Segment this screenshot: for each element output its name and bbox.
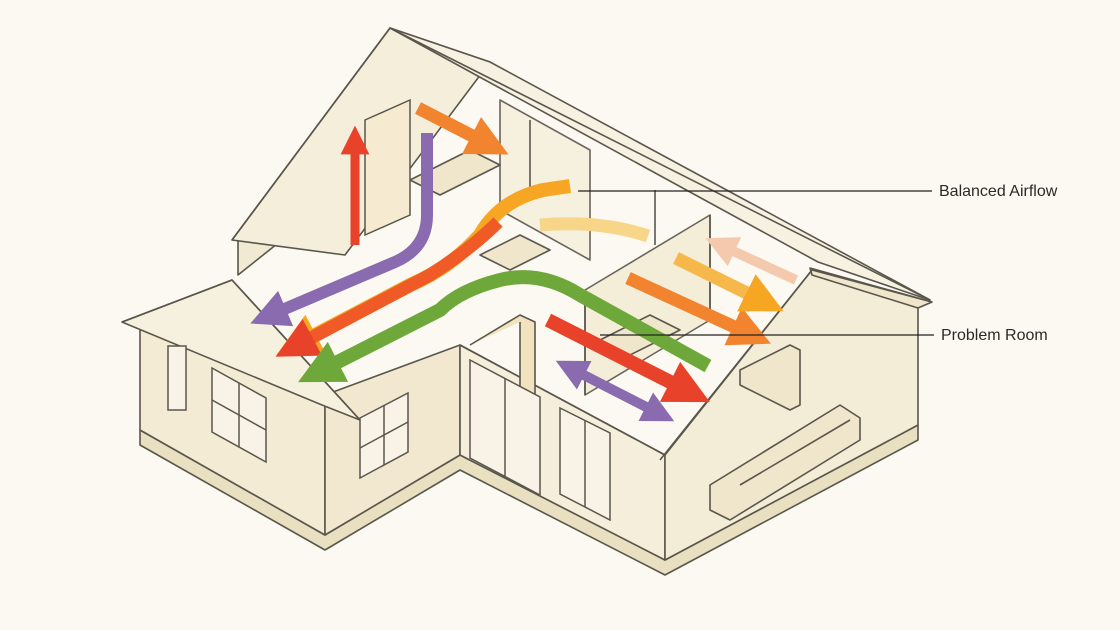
balanced-airflow-label: Balanced Airflow: [939, 183, 1058, 200]
airflow-arrow: [298, 270, 712, 383]
problem-room-label: Problem Room: [941, 327, 1048, 344]
airflow-arrow: [539, 217, 651, 243]
upper-window: [364, 98, 411, 237]
airflow-arrow: [415, 102, 509, 155]
side-window: [167, 345, 187, 411]
house-structure: [121, 27, 933, 576]
callout-leaders: [578, 190, 934, 336]
airflow-arrow: [555, 360, 675, 422]
windows: [167, 98, 611, 522]
airflow-arrows: [250, 102, 799, 422]
airflow-arrow: [250, 133, 433, 327]
airflow-arrow: [625, 272, 771, 346]
airflow-arrow: [275, 217, 503, 357]
airflow-arrow: [705, 237, 799, 285]
airflow-arrow: [673, 252, 784, 312]
